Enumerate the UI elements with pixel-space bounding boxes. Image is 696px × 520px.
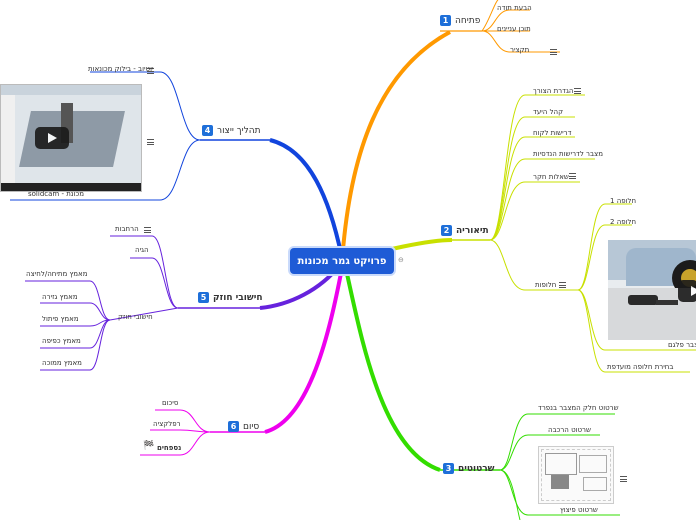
b4-item-0[interactable]: יוטיוב - בילוק מכונאות: [88, 65, 154, 73]
b5-sub-label[interactable]: חישובי חוזק: [118, 313, 153, 321]
b2-item-3[interactable]: מצבר לדרישות הנדסיות: [533, 150, 603, 158]
play-icon[interactable]: [678, 280, 696, 302]
branch-6-number-badge: 6: [228, 421, 239, 432]
exploded-drawing-image[interactable]: [538, 446, 614, 504]
note-icon[interactable]: [574, 88, 581, 94]
b6-item-2[interactable]: נספחים: [157, 444, 182, 452]
b5-item-0[interactable]: הרחבות: [115, 225, 139, 233]
b3-item-0[interactable]: שרטוט חלק המצבר בנפרד: [538, 404, 619, 412]
note-icon[interactable]: [147, 68, 154, 74]
b2-item-2[interactable]: דרישות לקוח: [533, 129, 572, 137]
b5-sub-item-0[interactable]: מאמץ מתיחה/לחיצה: [26, 270, 88, 278]
root-node[interactable]: פרויקט גמר מכונות: [290, 248, 394, 274]
branch-4-label: תהליך ייצור: [217, 125, 261, 136]
b2-item-4[interactable]: שאלות חקר: [533, 173, 569, 181]
b2-chosen[interactable]: בחירת חלופה מועדפת: [607, 363, 674, 371]
car-battery-photo[interactable]: [608, 240, 696, 340]
b3-item-1[interactable]: שרטוט הרכבה: [548, 426, 591, 434]
connector-b4: [269, 138, 344, 259]
note-icon[interactable]: [144, 227, 151, 233]
b2-solution-1[interactable]: חלופה 1: [610, 197, 637, 205]
b6-item-1[interactable]: רפלקציה: [153, 420, 181, 428]
connector-b3: [343, 264, 441, 472]
b5-sub-item-2[interactable]: מאמץ פיתול: [42, 315, 79, 323]
b2-solution-2[interactable]: חלופה 2: [610, 218, 637, 226]
branch-2-node[interactable]: תיאוריה 2: [441, 225, 489, 236]
b2-item-1[interactable]: קהל היעד: [533, 108, 564, 116]
b1-item-0[interactable]: הבעת תודה: [497, 4, 532, 12]
note-icon[interactable]: [620, 476, 627, 482]
checkered-flag-icon: 🏁: [143, 441, 155, 451]
branch-5-label: חישובי חוזק: [213, 292, 263, 303]
note-icon[interactable]: [147, 139, 154, 145]
b5-item-1[interactable]: הגיה: [135, 246, 149, 254]
note-icon[interactable]: [569, 173, 576, 179]
b2-solutions-label[interactable]: חלופות: [535, 281, 557, 289]
b3-image-caption: שרטוט פיצוץ: [560, 506, 598, 514]
connector-b6: [264, 267, 344, 434]
solidcam-video-thumbnail[interactable]: [0, 84, 142, 192]
branch-4-number-badge: 4: [202, 125, 213, 136]
branch-5-node[interactable]: חישובי חוזק 5: [198, 292, 263, 303]
branch-2-label: תיאוריה: [456, 225, 489, 236]
branch-1-node[interactable]: פתיחה 1: [440, 15, 480, 26]
b2-image-caption: מצבר פלגם: [668, 341, 696, 349]
branch-3-label: שרטוטים: [458, 463, 495, 474]
b5-sub-item-3[interactable]: מאמץ כפיפה: [42, 337, 81, 345]
branch-1-label: פתיחה: [455, 15, 481, 26]
connector-b1: [340, 30, 451, 263]
note-icon[interactable]: [550, 49, 557, 55]
play-icon[interactable]: [35, 127, 69, 149]
branch-3-node[interactable]: שרטוטים 3: [443, 463, 494, 474]
b2-item-0[interactable]: הגדרת הצורך: [533, 87, 574, 95]
b1-item-2[interactable]: תקציר: [510, 46, 530, 54]
b5-sub-item-4[interactable]: מאמץ ממוכה: [42, 359, 82, 367]
branch-5-number-badge: 5: [198, 292, 209, 303]
b5-sub-item-1[interactable]: מאמץ גזירה: [42, 293, 78, 301]
branch-3-number-badge: 3: [443, 463, 454, 474]
branch-4-node[interactable]: תהליך ייצור 4: [202, 125, 261, 136]
branch-6-label: סיום: [243, 421, 260, 432]
b1-item-1[interactable]: תוכן עניינים: [497, 25, 531, 33]
b6-item-0[interactable]: סיכום: [162, 399, 179, 407]
collapse-toggle-icon[interactable]: ⊖: [398, 256, 404, 264]
branch-2-number-badge: 2: [441, 225, 452, 236]
b4-image-caption: solidcam - מכונת: [28, 190, 84, 198]
note-icon[interactable]: [559, 282, 566, 288]
root-title: פרויקט גמר מכונות: [297, 255, 387, 267]
branch-1-number-badge: 1: [440, 15, 451, 26]
branch-6-node[interactable]: סיום 6: [228, 421, 259, 432]
